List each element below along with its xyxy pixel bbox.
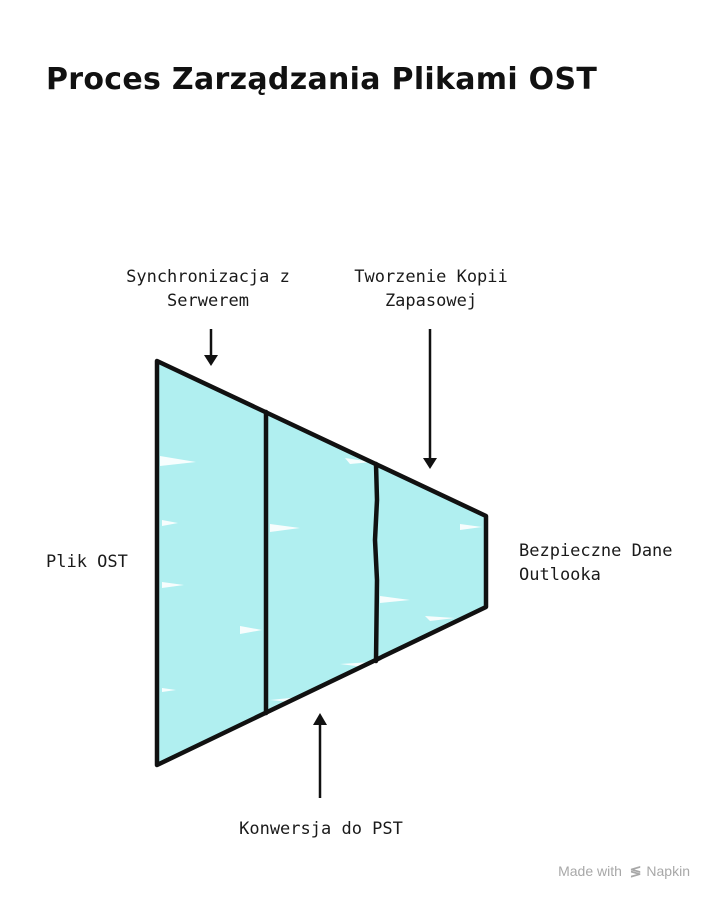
stage-divider-2 — [372, 461, 380, 664]
diagram-title: Proces Zarządzania Plikami OST — [46, 62, 598, 97]
arrow-backup — [423, 329, 437, 469]
arrow-conversion — [313, 713, 327, 798]
label-backup: Tworzenie Kopii Zapasowej — [333, 265, 529, 313]
watermark: Made with ≶ Napkin — [558, 863, 690, 880]
label-output-line1: Bezpieczne Dane — [519, 541, 673, 561]
watermark-prefix: Made with — [558, 863, 622, 879]
funnel-shape — [157, 361, 486, 765]
label-sync-line1: Synchronizacja z — [126, 267, 290, 287]
label-output-line2: Outlooka — [519, 565, 601, 585]
napkin-logo-icon: ≶ — [629, 863, 642, 879]
label-input: Plik OST — [46, 552, 128, 572]
label-output: Bezpieczne Dane Outlooka — [519, 539, 673, 587]
label-backup-line2: Zapasowej — [384, 291, 478, 311]
watermark-brand: Napkin — [646, 863, 690, 879]
label-sync: Synchronizacja z Serwerem — [108, 265, 308, 313]
label-conversion: Konwersja do PST — [239, 819, 403, 839]
label-backup-line1: Tworzenie Kopii — [354, 267, 508, 287]
label-sync-line2: Serwerem — [167, 291, 249, 311]
arrow-sync — [204, 329, 218, 366]
